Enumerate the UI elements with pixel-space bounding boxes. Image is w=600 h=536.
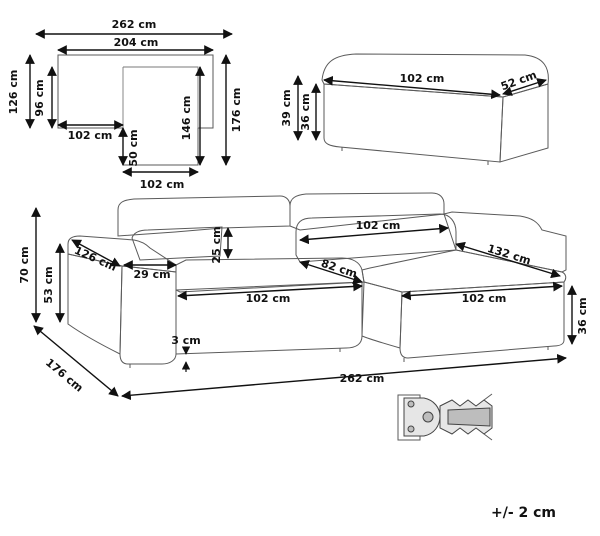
sofa-chaise-depth-label: 82 cm [319,257,358,281]
plan-seat-depth-label: 50 cm [127,129,140,166]
sofa-height-label: 70 cm [18,246,31,283]
ottoman-width-label: 102 cm [400,72,445,85]
plan-chaise-width-label: 102 cm [140,178,185,191]
sofa-total-width-label: 262 cm [340,372,385,385]
sofa-back-width-label: 102 cm [356,219,401,232]
sofa-seat-height-label: 53 cm [42,266,55,303]
sofa-chaise-width-label: 102 cm [462,292,507,305]
sofa-back-cushion-right [295,213,457,263]
ottoman-inner-height-label: 36 cm [299,93,312,130]
sofa-back-right [289,192,445,231]
connector-bracket-icon [397,393,493,441]
sofa-seat-width-label: 102 cm [246,292,291,305]
plan-total-depth-label: 176 cm [230,88,243,133]
sofa-leg-height-label: 3 cm [171,334,200,347]
sofa-chaise-length-dim [455,241,561,279]
sofa-total-depth-label: 176 cm [43,356,86,395]
sofa-chaise-height-label: 36 cm [576,297,589,334]
plan-chaise-depth-label: 146 cm [180,96,193,141]
plan-seat-width-label: 102 cm [68,129,113,142]
sofa-total-depth-dim [33,325,119,397]
ottoman-view: 102 cm 52 cm 39 cm 36 cm [280,53,549,165]
sofa-view: 70 cm 53 cm 126 cm 29 cm 25 cm 102 cm 82… [18,192,589,401]
plan-overall-width-label: 262 cm [112,18,157,31]
sofa-depth-label: 126 cm [72,244,118,274]
sofa-total-width-dim [121,353,567,401]
sofa-chaise-top [361,249,567,293]
sofa-chaise-front [399,281,565,359]
sofa-seat-width-dim [177,281,363,301]
sofa-backrest-height-label: 25 cm [210,226,223,263]
ottoman-width-dim [323,75,501,100]
sofa-armrest-left [67,235,177,273]
sofa-depth-dim [71,239,121,267]
sofa-armrest-width-label: 29 cm [133,268,170,281]
tolerance-note: +/- 2 cm [491,505,556,521]
sofa-back-cushion-left [131,226,223,261]
plan-inner-depth-label: 96 cm [33,79,46,116]
sofa-chaise-depth-dim [299,260,363,284]
plan-inner-width-label: 204 cm [114,36,159,49]
ottoman-front [323,83,504,163]
ottoman-height-label: 39 cm [280,89,293,126]
sofa-chaise-length-label: 132 cm [486,242,533,268]
sofa-chaise-width-dim [401,281,563,301]
sofa-right-back-block [443,211,567,273]
sofa-chaise-side [361,281,403,349]
plan-view: 262 cm 204 cm 126 cm 96 cm 102 cm 50 cm … [7,18,243,191]
plan-overall-depth-label: 126 cm [7,70,20,115]
sofa-back-width-dim [299,223,449,245]
ottoman-depth-dim [502,78,547,96]
ottoman-side [499,83,549,163]
